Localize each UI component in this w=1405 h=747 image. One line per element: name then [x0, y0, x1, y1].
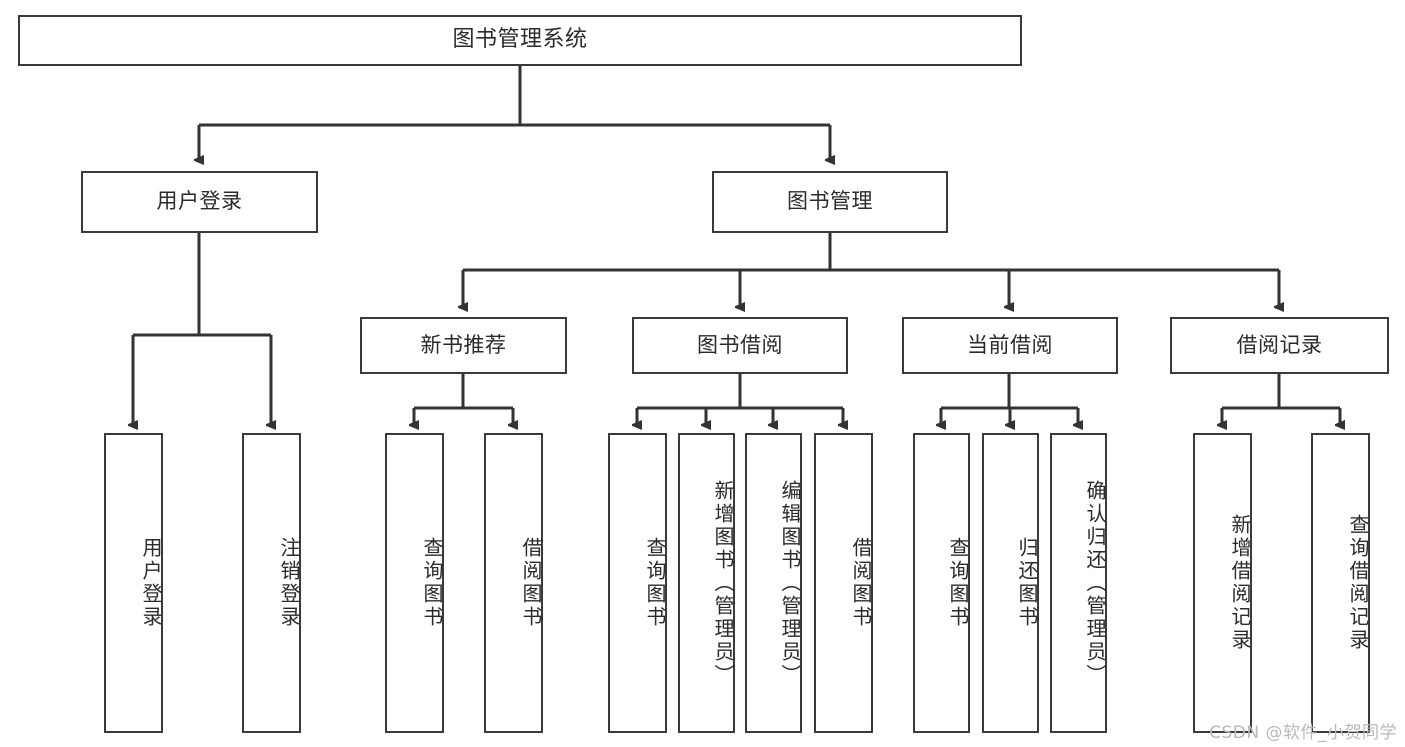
node-leaf-query-borrow-record[interactable]: 查询借阅记录	[1311, 433, 1370, 733]
node-leaf-borrow-book-1[interactable]: 借阅图书	[484, 433, 543, 733]
node-leaf-add-book-admin[interactable]: 新增图书（管理员）	[678, 433, 735, 733]
node-leaf-label: 查询图书	[946, 537, 970, 629]
node-leaf-label: 查询图书	[643, 537, 667, 629]
node-leaf-user-login[interactable]: 用户登录	[104, 433, 163, 733]
node-user-login[interactable]: 用户登录	[81, 171, 318, 233]
node-borrow-record[interactable]: 借阅记录	[1170, 317, 1389, 374]
node-leaf-label: 用户登录	[139, 537, 163, 629]
node-leaf-label: 借阅图书	[519, 537, 543, 629]
node-leaf-add-borrow-record[interactable]: 新增借阅记录	[1193, 433, 1252, 733]
node-leaf-query-book-2[interactable]: 查询图书	[608, 433, 667, 733]
node-leaf-label: 注销登录	[277, 537, 301, 629]
node-leaf-label: 查询借阅记录	[1346, 514, 1370, 652]
node-leaf-label: 归还图书	[1015, 537, 1039, 629]
node-leaf-return-book[interactable]: 归还图书	[982, 433, 1039, 733]
node-current-borrow[interactable]: 当前借阅	[902, 317, 1118, 374]
node-new-book-recommend[interactable]: 新书推荐	[360, 317, 567, 374]
node-leaf-edit-book-admin[interactable]: 编辑图书（管理员）	[745, 433, 802, 733]
node-leaf-label: 借阅图书	[849, 537, 873, 629]
node-leaf-label: 新增图书（管理员）	[711, 479, 735, 687]
node-leaf-query-book-1[interactable]: 查询图书	[385, 433, 444, 733]
node-root-system[interactable]: 图书管理系统	[18, 15, 1022, 66]
node-leaf-label: 确认归还（管理员）	[1083, 479, 1107, 687]
node-leaf-borrow-book-2[interactable]: 借阅图书	[814, 433, 873, 733]
node-book-borrow[interactable]: 图书借阅	[632, 317, 848, 374]
node-leaf-confirm-return-admin[interactable]: 确认归还（管理员）	[1050, 433, 1107, 733]
node-leaf-logout[interactable]: 注销登录	[242, 433, 301, 733]
node-book-manage[interactable]: 图书管理	[712, 171, 948, 233]
node-leaf-label: 查询图书	[420, 537, 444, 629]
node-leaf-query-book-3[interactable]: 查询图书	[913, 433, 970, 733]
node-leaf-label: 新增借阅记录	[1228, 514, 1252, 652]
node-leaf-label: 编辑图书（管理员）	[778, 479, 802, 687]
